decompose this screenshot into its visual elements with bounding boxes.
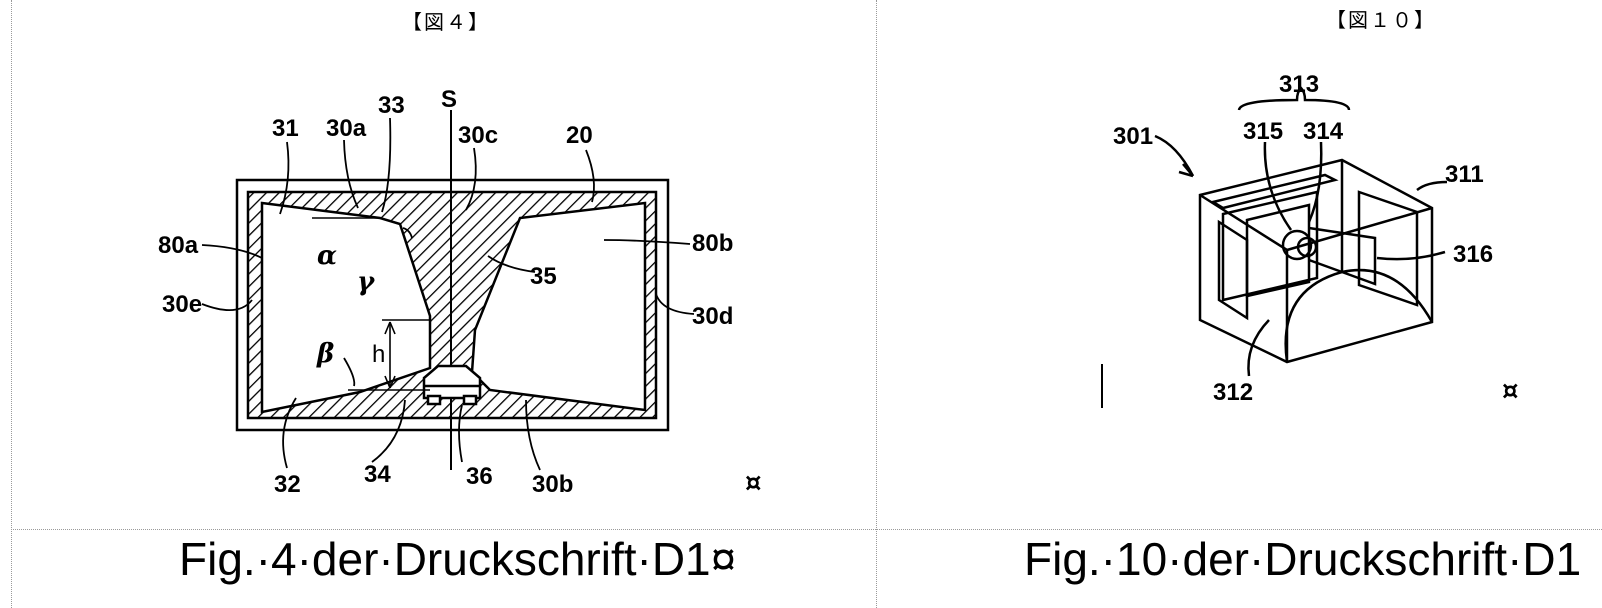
- label-80b: 80b: [692, 230, 733, 257]
- label-314: 314: [1303, 118, 1344, 145]
- label-h: h: [372, 341, 385, 368]
- label-311: 311: [1445, 161, 1484, 188]
- label-36: 36: [466, 463, 493, 490]
- figure-10-drawing: 313 301 315 314 311 316 312: [1113, 71, 1493, 406]
- label-34: 34: [364, 461, 391, 488]
- label-alpha: α: [317, 241, 337, 271]
- label-312: 312: [1213, 379, 1253, 406]
- label-301: 301: [1113, 123, 1153, 150]
- text-cursor: [1101, 364, 1103, 408]
- figure-4-caption: Fig.·4·der·Druckschrift·D1¤: [179, 533, 737, 585]
- table-border-left: [11, 0, 12, 608]
- label-32: 32: [274, 471, 301, 498]
- label-gamma: γ: [357, 267, 376, 297]
- label-33: 33: [378, 92, 405, 119]
- label-30e: 30e: [162, 291, 202, 318]
- label-30b: 30b: [532, 471, 573, 498]
- label-s: S: [441, 86, 457, 113]
- label-80a: 80a: [158, 232, 199, 259]
- label-20: 20: [566, 122, 593, 149]
- label-313: 313: [1279, 71, 1319, 98]
- label-316: 316: [1453, 241, 1493, 268]
- cell-end-mark: ¤: [745, 468, 762, 498]
- label-30a: 30a: [326, 115, 367, 142]
- label-35: 35: [530, 263, 557, 290]
- cell-end-mark-right: ¤: [1502, 376, 1519, 406]
- label-315: 315: [1243, 118, 1283, 145]
- label-30c: 30c: [458, 122, 498, 149]
- label-beta: β: [316, 339, 334, 369]
- figure-4-drawing: S 31 30a 33 30c 20 80a 80b α γ 35 30e 30…: [158, 86, 733, 498]
- label-31: 31: [272, 115, 299, 142]
- label-30d: 30d: [692, 303, 733, 330]
- table-column-divider: [876, 0, 877, 608]
- car-icon: [422, 364, 482, 406]
- figure-10-caption: Fig.·10·der·Druckschrift·D1: [1024, 533, 1582, 585]
- outer-frame: [235, 178, 670, 432]
- table-row-divider: [11, 529, 1602, 530]
- figure-4-tag: 【図４】: [402, 10, 490, 34]
- figure-10-tag: 【図１０】: [1326, 8, 1436, 32]
